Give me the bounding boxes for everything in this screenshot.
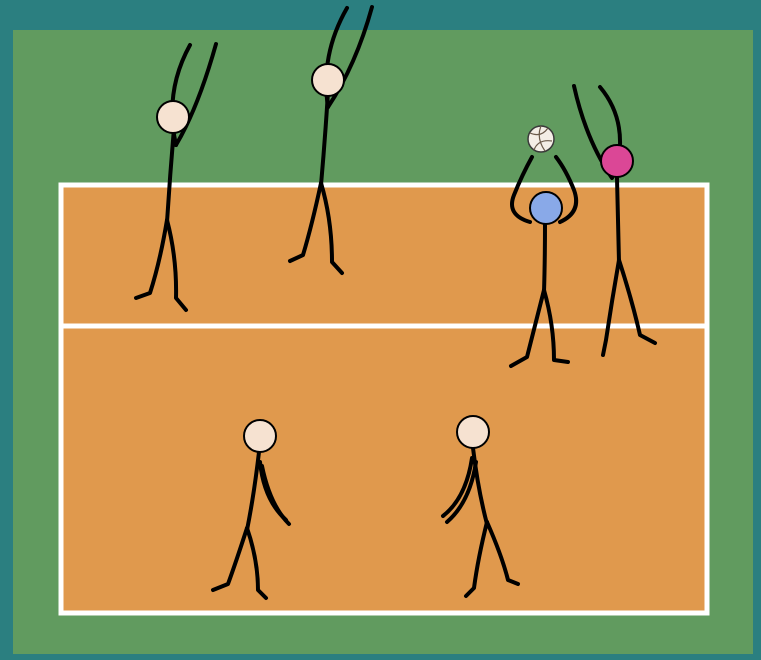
head bbox=[244, 420, 276, 452]
head bbox=[157, 101, 189, 133]
head bbox=[530, 192, 562, 224]
head bbox=[457, 416, 489, 448]
torso bbox=[617, 178, 619, 262]
head bbox=[601, 145, 633, 177]
torso bbox=[544, 222, 545, 292]
head bbox=[312, 64, 344, 96]
court-floor bbox=[61, 185, 707, 613]
volleyball bbox=[528, 126, 554, 152]
ball-body bbox=[528, 126, 554, 152]
